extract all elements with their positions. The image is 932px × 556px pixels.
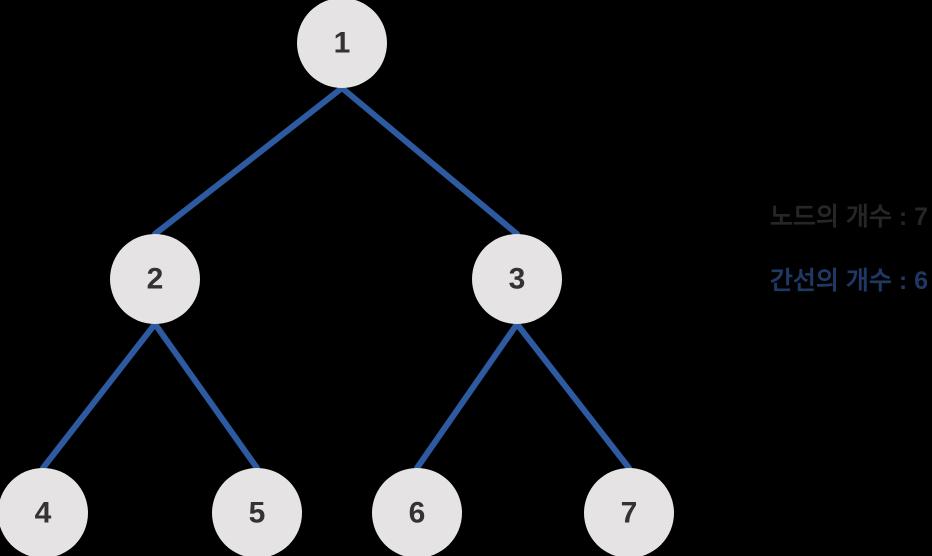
tree-node-6[interactable]: 6	[372, 468, 462, 556]
node-count-label: 노드의 개수 : 7	[769, 203, 928, 231]
node-circle-7	[584, 468, 674, 556]
tree-node-4[interactable]: 4	[0, 468, 88, 556]
edge-count-label: 간선의 개수 : 6	[769, 267, 928, 295]
edge-2-4	[40, 321, 158, 471]
edge-1-2	[152, 85, 345, 237]
edge-3-7	[514, 321, 632, 471]
tree-node-2[interactable]: 2	[110, 234, 200, 324]
node-label-7: 7	[621, 497, 638, 530]
node-circle-4	[0, 468, 88, 556]
tree-node-1[interactable]: 1	[297, 0, 387, 88]
edge-2-5	[152, 321, 260, 471]
node-label-3: 3	[509, 263, 526, 296]
edge-1-3	[339, 85, 520, 237]
node-circle-5	[212, 468, 302, 556]
node-label-1: 1	[334, 27, 351, 60]
node-label-4: 4	[35, 497, 52, 530]
node-circle-6	[372, 468, 462, 556]
node-circle-3	[472, 234, 562, 324]
node-circle-2	[110, 234, 200, 324]
edge-group	[40, 85, 632, 471]
tree-node-7[interactable]: 7	[584, 468, 674, 556]
edge-3-6	[414, 321, 520, 471]
node-circle-1	[297, 0, 387, 88]
stats-panel: 노드의 개수 : 7 간선의 개수 : 6	[728, 205, 928, 294]
node-group: 1 2 3 4 5 6	[0, 0, 674, 556]
node-label-2: 2	[147, 263, 164, 296]
tree-node-5[interactable]: 5	[212, 468, 302, 556]
node-label-5: 5	[249, 497, 266, 530]
node-label-6: 6	[409, 497, 426, 530]
tree-node-3[interactable]: 3	[472, 234, 562, 324]
